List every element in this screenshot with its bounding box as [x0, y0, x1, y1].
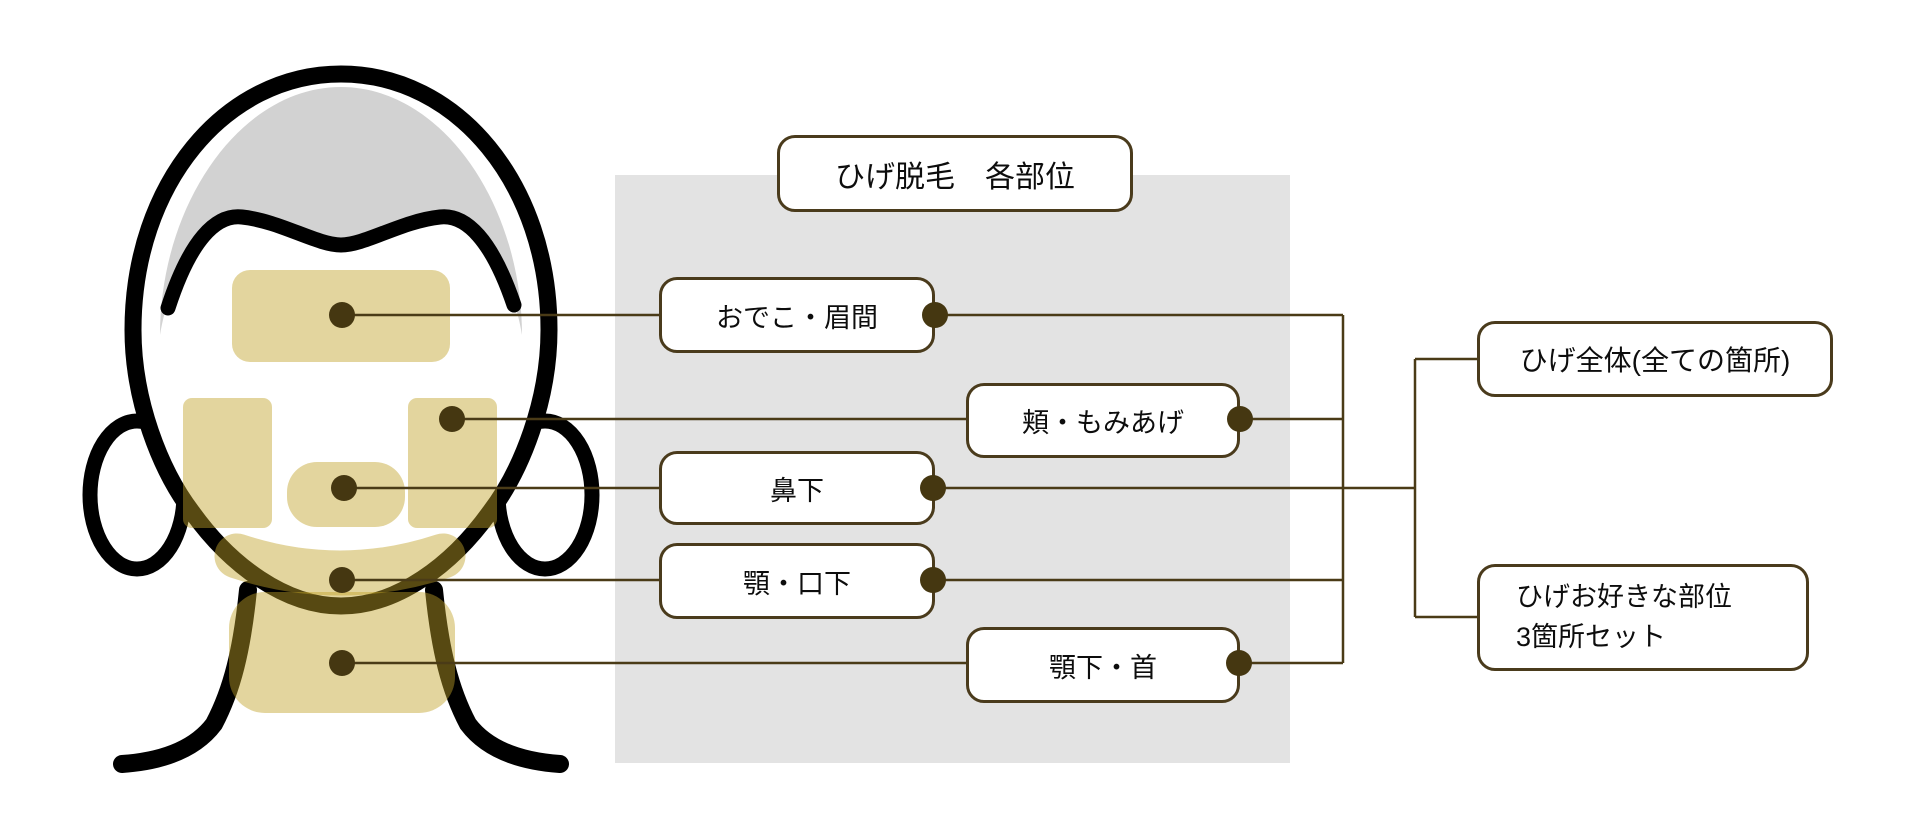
part-label-text: 顎・口下	[743, 568, 851, 599]
connector-bullet-neck	[1226, 650, 1252, 676]
hair-shape	[160, 87, 522, 335]
part-label-text: おでこ・眉間	[716, 302, 878, 333]
plan-full-beard: ひげ全体(全ての箇所)	[1477, 321, 1833, 397]
marker-dot-neck	[329, 650, 355, 676]
part-label-under-nose: 鼻下	[659, 451, 935, 525]
neck-right-line	[425, 581, 569, 773]
highlight-left-cheek	[183, 398, 272, 528]
marker-dot-under-nose	[331, 475, 357, 501]
face-marker-dots	[329, 302, 465, 676]
part-label-text: 顎下・首	[1049, 652, 1157, 683]
hairline-stroke	[160, 209, 522, 316]
plan-full-beard-label: ひげ全体(全ての箇所)	[1519, 345, 1791, 376]
part-label-cheek-sideburn: 頬・もみあげ	[966, 383, 1240, 458]
plan-set-line2: 3箇所セット	[1516, 621, 1667, 652]
marker-dot-chin	[329, 567, 355, 593]
connector-bullet-cheek	[1227, 406, 1253, 432]
part-label-chin-under-mouth: 顎・口下	[659, 543, 935, 619]
part-label-under-chin-neck: 顎下・首	[966, 627, 1240, 703]
part-label-text: 頬・もみあげ	[1022, 408, 1184, 438]
marker-dot-cheek	[439, 406, 465, 432]
marker-dot-forehead	[329, 302, 355, 328]
connector-bullet-under-nose	[920, 475, 946, 501]
part-label-text: 鼻下	[770, 475, 824, 506]
connector-bullet-forehead	[922, 302, 948, 328]
plan-three-area-set: ひげお好きな部位 3箇所セット	[1477, 564, 1809, 671]
neck-left-line	[113, 581, 257, 773]
plan-three-area-set-label: ひげお好きな部位 3箇所セット	[1516, 578, 1732, 656]
diagram-title: ひげ脱毛 各部位	[777, 135, 1133, 212]
connector-bullet-chin	[920, 567, 946, 593]
part-label-forehead: おでこ・眉間	[659, 277, 935, 353]
plan-set-line1: ひげお好きな部位	[1516, 582, 1732, 613]
diagram-title-label: ひげ脱毛 各部位	[835, 160, 1075, 194]
highlight-right-cheek	[408, 398, 497, 528]
